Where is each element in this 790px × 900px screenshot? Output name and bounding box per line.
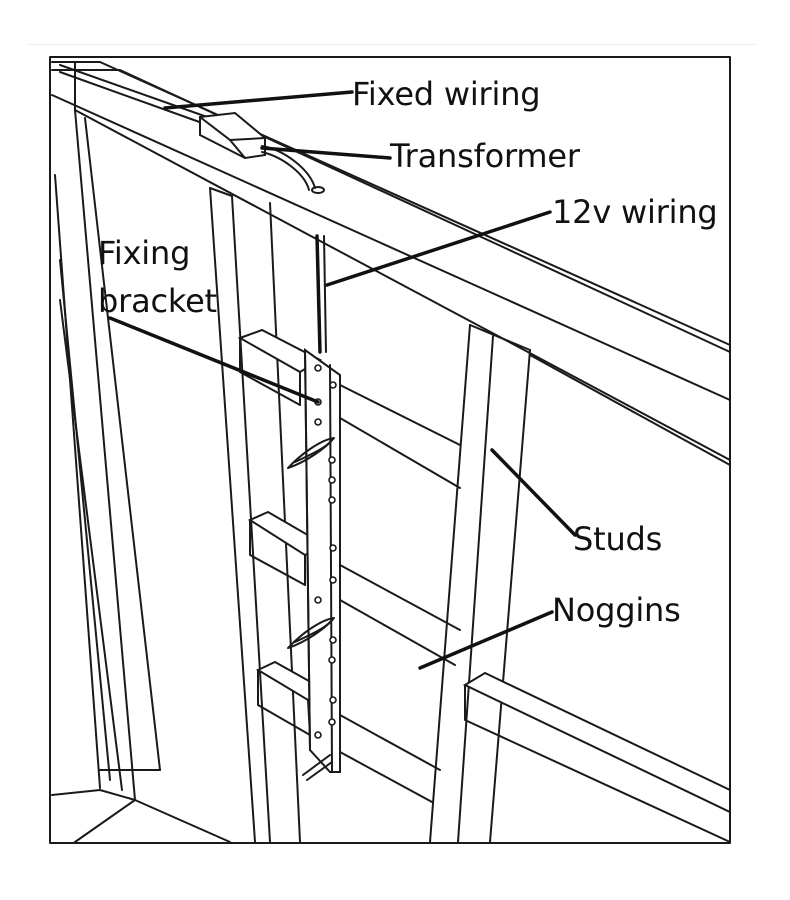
left-wall-profile [51, 109, 231, 843]
label-transformer: Transformer [390, 137, 580, 175]
bracket-clip-1 [287, 437, 335, 469]
stud-right [429, 324, 531, 843]
stud-left [209, 187, 301, 843]
label-12v-wiring: 12v wiring [552, 193, 718, 231]
diagram-border [49, 56, 731, 844]
noggin-top [237, 328, 731, 489]
label-studs: Studs [573, 520, 663, 558]
noggin-bottom [255, 660, 441, 803]
bracket-clip-3 [302, 754, 333, 781]
label-fixing-bracket-line1: Fixing [98, 234, 191, 272]
top-divider [28, 44, 756, 45]
leader-lines [108, 90, 577, 670]
fixed-wiring-cable [59, 64, 211, 125]
fixing-bracket [303, 348, 341, 773]
bracket-clip-2 [287, 617, 335, 649]
noggin-middle [247, 510, 461, 666]
label-fixing-bracket-line2: bracket [98, 282, 217, 320]
noggin-right [462, 671, 731, 843]
transformer-box [199, 111, 266, 160]
label-fixed-wiring: Fixed wiring [352, 75, 541, 113]
label-noggins: Noggins [552, 591, 681, 629]
